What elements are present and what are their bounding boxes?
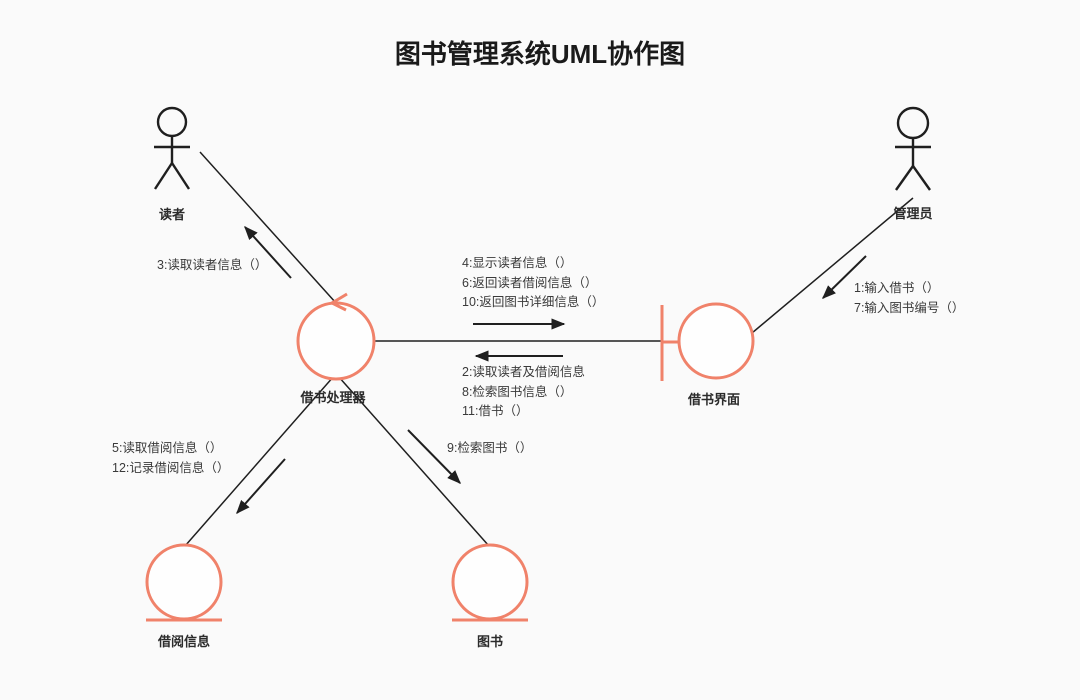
message-group-4-6-10: 4:显示读者信息（） 6:返回读者借阅信息（） 10:返回图书详细信息（） xyxy=(462,254,604,313)
link-admin-interface xyxy=(751,197,914,334)
message-group-9: 9:检索图书（） xyxy=(447,439,532,459)
diagram-title: 图书管理系统UML协作图 xyxy=(394,39,686,69)
object-borrowinfo xyxy=(145,543,223,622)
link-reader-processor xyxy=(199,151,337,304)
message-label: 8:检索图书信息（） xyxy=(462,384,573,399)
message-label: 12:记录借阅信息（） xyxy=(112,460,230,475)
boundary-circle xyxy=(677,302,755,380)
message-group-3: 3:读取读者信息（） xyxy=(157,256,267,276)
message-label: 9:检索图书（） xyxy=(447,441,533,455)
actor-admin-icon xyxy=(895,106,931,191)
actor-leg-left xyxy=(895,165,914,191)
message-label: 10:返回图书详细信息（） xyxy=(462,295,605,309)
message-label: 6:返回读者借阅信息（） xyxy=(462,275,598,290)
object-interface xyxy=(660,302,755,381)
message-arrows xyxy=(236,225,867,515)
control-object-arrow xyxy=(328,292,348,312)
actor-leg-left xyxy=(153,162,174,190)
message-group-5-12: 5:读取借阅信息（） 12:记录借阅信息（） xyxy=(112,439,229,478)
object-borrowinfo-label: 借阅信息 xyxy=(157,634,211,649)
actor-reader-label: 读者 xyxy=(158,207,186,222)
association-links xyxy=(184,151,914,547)
entity-circle xyxy=(145,543,223,621)
message-group-2-8-11: 2:读取读者及借阅信息 8:检索图书信息（） 11:借书（） xyxy=(462,363,585,422)
message-label: 3:读取读者信息（） xyxy=(157,258,268,272)
actor-leg-right xyxy=(170,162,191,190)
object-interface-label: 借书界面 xyxy=(687,392,741,407)
arrow-msg-9 xyxy=(407,429,461,484)
link-processor-borrowinfo xyxy=(184,375,335,547)
arrow-msg-5-12 xyxy=(236,458,286,515)
entity-circle xyxy=(451,543,529,621)
arrow-msg-1-7 xyxy=(821,255,867,299)
message-label: 5:读取借阅信息（） xyxy=(112,441,223,455)
message-label: 4:显示读者信息（） xyxy=(462,256,573,270)
actor-admin-label: 管理员 xyxy=(893,206,933,221)
actor-leg-right xyxy=(912,165,931,191)
link-processor-book xyxy=(337,375,490,547)
message-group-1-7: 1:输入借书（） 7:输入图书编号（） xyxy=(854,279,964,318)
control-object-circle xyxy=(296,301,376,381)
object-processor-label: 借书处理器 xyxy=(300,390,366,405)
actor-head xyxy=(896,106,930,140)
message-label: 2:读取读者及借阅信息 xyxy=(462,365,585,379)
actor-reader-icon xyxy=(153,106,191,190)
arrow-msg-3 xyxy=(244,225,292,279)
object-book-label: 图书 xyxy=(476,634,504,649)
object-processor xyxy=(296,292,376,381)
message-label: 1:输入借书（） xyxy=(854,281,940,295)
message-label: 7:输入图书编号（） xyxy=(854,300,965,315)
actor-head xyxy=(156,106,188,138)
message-label: 11:借书（） xyxy=(462,404,529,418)
object-book xyxy=(451,543,529,622)
